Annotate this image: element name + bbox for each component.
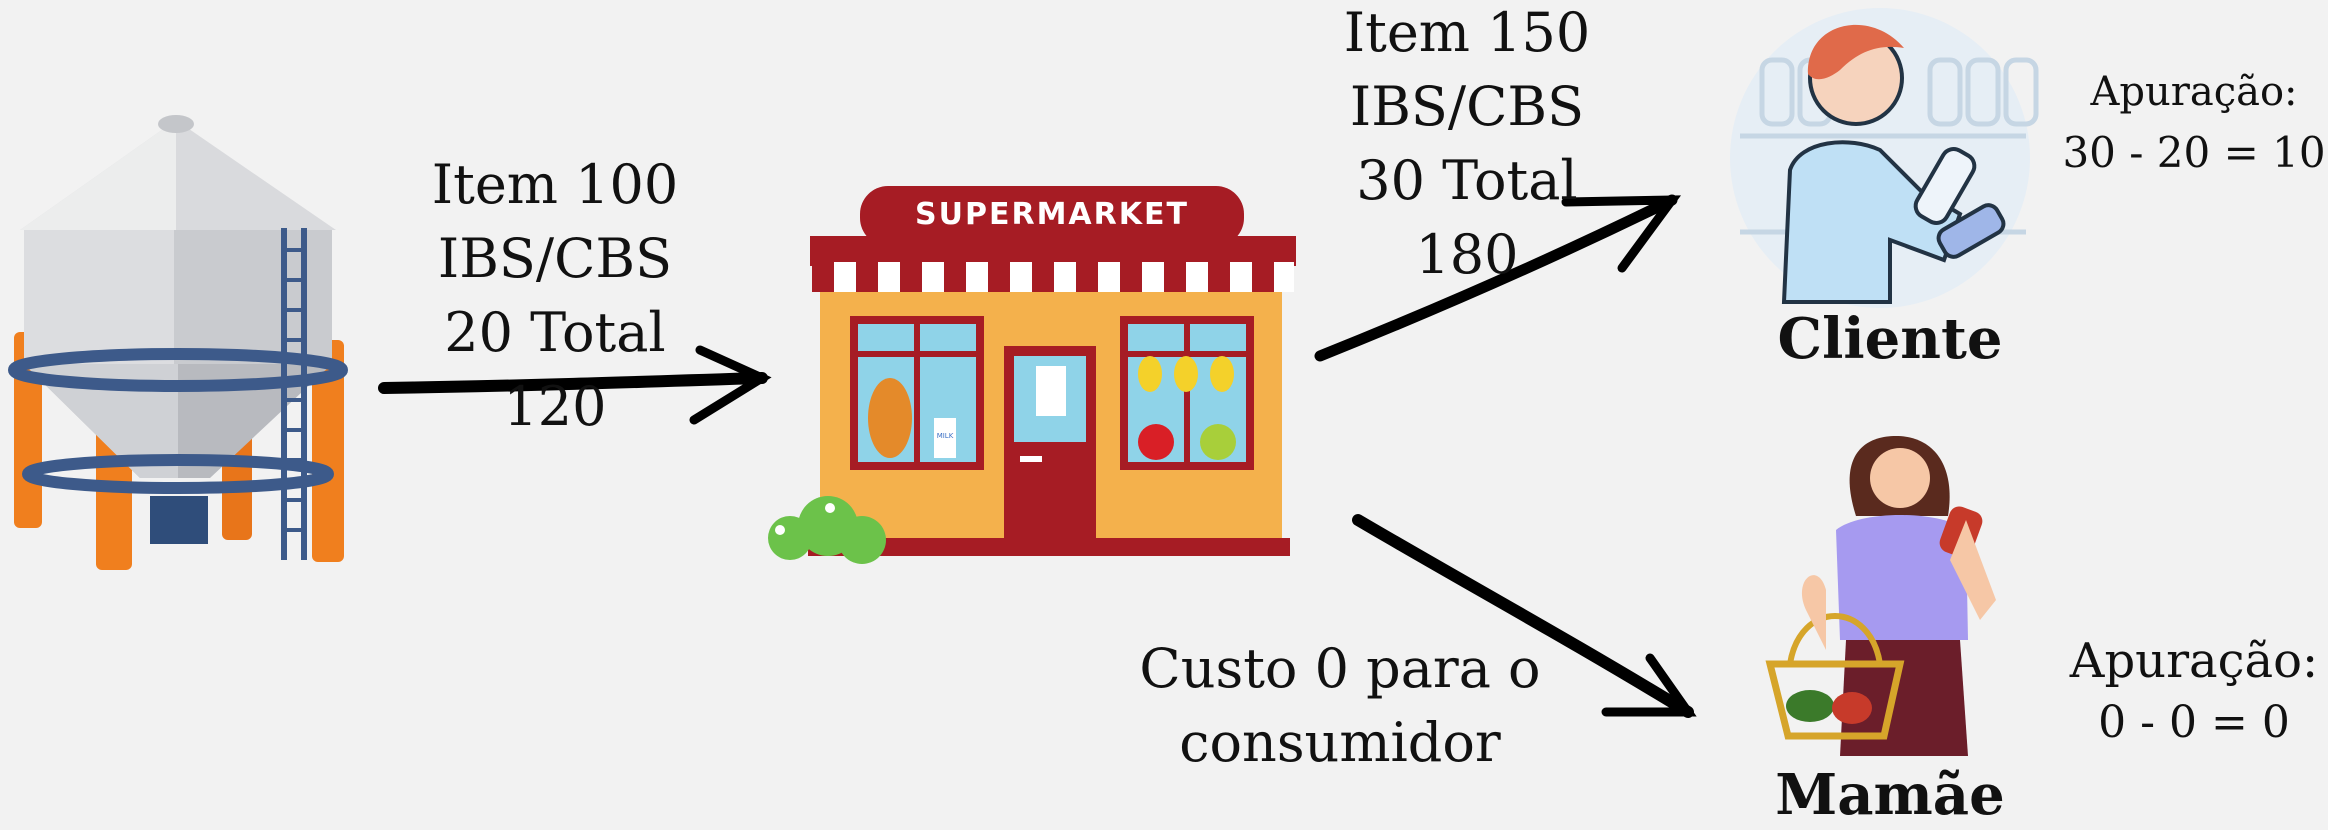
customer-icon	[1730, 8, 2039, 308]
store-sign: SUPERMARKET	[915, 197, 1189, 232]
arrow-silo-to-store	[378, 345, 772, 425]
cliente-apuracao-title: Apuração:	[2090, 69, 2298, 115]
cliente-apuracao-calc: 30 - 20 = 10	[2062, 128, 2326, 177]
flow2-line-4: 180	[1415, 223, 1519, 286]
cliente-apuracao: Apuração: 30 - 20 = 10	[2060, 62, 2328, 184]
mother-icon	[1765, 436, 1996, 756]
flow2-line-2: IBS/CBS	[1349, 75, 1585, 138]
flow1-line-1: Item 100	[431, 153, 679, 216]
cliente-label: Cliente	[1777, 306, 2003, 372]
flow3-label: Custo 0 para o consumidor	[1120, 632, 1560, 780]
mamae-apuracao: Apuração: 0 - 0 = 0	[2060, 630, 2328, 754]
mamae-apuracao-calc: 0 - 0 = 0	[2098, 697, 2290, 748]
flow1-line-3: 20 Total	[444, 301, 666, 364]
flow2-line-1: Item 150	[1343, 1, 1591, 64]
arrow-store-to-mamae	[1352, 514, 1697, 718]
supermarket-icon	[768, 186, 1296, 564]
flow1-line-4: 120	[503, 375, 607, 438]
flow3-line-2: consumidor	[1179, 711, 1501, 774]
flow3-line-1: Custo 0 para o	[1139, 637, 1541, 700]
milk-label: MILK	[936, 432, 954, 440]
mamae-apuracao-title: Apuração:	[2069, 633, 2319, 689]
arrow-store-to-cliente	[1314, 194, 1682, 362]
flow2-line-3: 30 Total	[1356, 149, 1578, 212]
flow2-label: Item 150 IBS/CBS 30 Total 180	[1322, 0, 1612, 292]
flow1-label: Item 100 IBS/CBS 20 Total 120	[410, 148, 700, 444]
mamae-label: Mamãe	[1775, 762, 2005, 828]
flow1-line-2: IBS/CBS	[437, 227, 673, 290]
silo-icon	[8, 115, 348, 570]
